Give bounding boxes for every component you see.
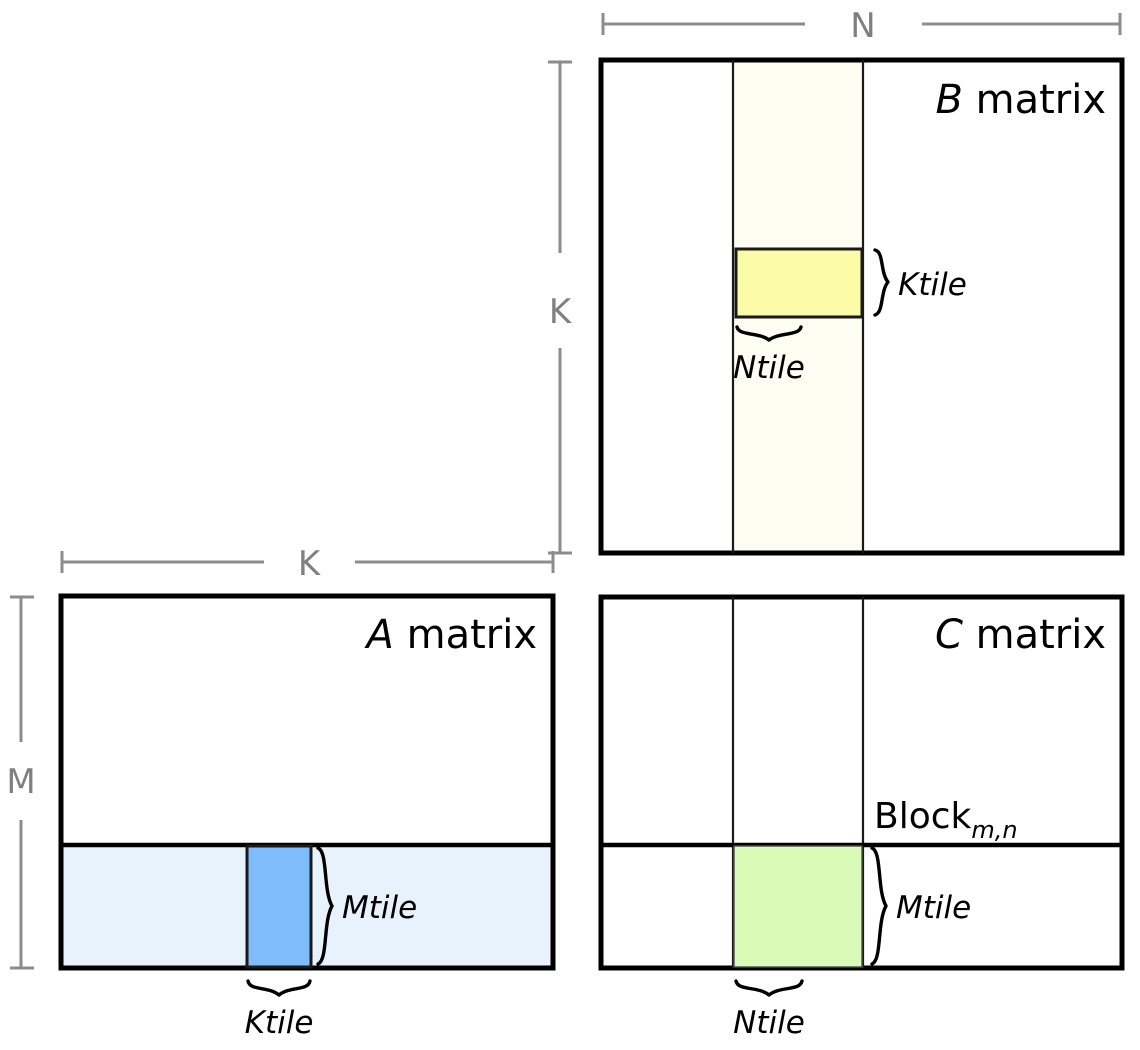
- a-matrix-ktile-brace: Ktile: [245, 979, 314, 1041]
- c-matrix-block-text: Block: [874, 796, 972, 837]
- b-matrix-ktile-brace: Ktile: [873, 248, 967, 317]
- m-dimension-label: M: [6, 762, 35, 802]
- c-matrix-mtile-brace: Mtile: [870, 846, 971, 966]
- a-matrix-label-suffix: matrix: [394, 612, 537, 658]
- c-matrix-mtile-label: Mtile: [896, 890, 971, 926]
- a-matrix-ktile-label: Ktile: [245, 1005, 314, 1041]
- a-matrix-label: A matrix: [364, 612, 537, 658]
- c-matrix-tile: [733, 845, 863, 968]
- k-dimension-vertical-label: K: [549, 292, 573, 332]
- b-matrix-ntile-brace: Ntile: [733, 325, 805, 386]
- n-dimension-label: N: [850, 6, 875, 46]
- c-matrix-label-suffix: matrix: [963, 612, 1106, 658]
- a-matrix-label-symbol: A: [364, 612, 394, 658]
- b-matrix-label: B matrix: [935, 77, 1106, 123]
- k-dimension-vertical: K: [548, 60, 573, 555]
- b-matrix-ktile-label: Ktile: [898, 267, 967, 303]
- b-matrix-label-suffix: matrix: [963, 77, 1106, 123]
- b-matrix-border: [598, 57, 1125, 556]
- b-matrix: B matrix Ktile Ntile: [598, 57, 1125, 556]
- b-matrix-tile: [734, 247, 864, 319]
- c-matrix-label: C matrix: [935, 612, 1106, 658]
- c-matrix-block-label: Blockm,n: [874, 796, 1018, 844]
- c-matrix-label-symbol: C: [935, 612, 963, 658]
- a-matrix-mtile-label: Mtile: [342, 890, 417, 926]
- a-matrix-tile: [245, 844, 313, 969]
- b-matrix-ntile-label: Ntile: [733, 350, 805, 386]
- a-matrix: A matrix Mtile Ktile: [58, 593, 556, 1041]
- b-matrix-label-symbol: B: [935, 77, 962, 123]
- c-matrix-ntile-label: Ntile: [733, 1005, 805, 1041]
- m-dimension: M: [6, 595, 36, 970]
- c-matrix-border: [598, 594, 1125, 971]
- k-dimension-horizontal-label: K: [298, 544, 322, 584]
- c-matrix: C matrix Blockm,n Mtile Ntile: [598, 594, 1125, 1041]
- n-dimension: N: [601, 6, 1122, 46]
- k-dimension-horizontal: K: [60, 544, 555, 584]
- c-matrix-ntile-brace: Ntile: [733, 979, 805, 1041]
- c-matrix-block-subscript: m,n: [971, 816, 1017, 844]
- a-matrix-mtile-brace: Mtile: [316, 846, 417, 966]
